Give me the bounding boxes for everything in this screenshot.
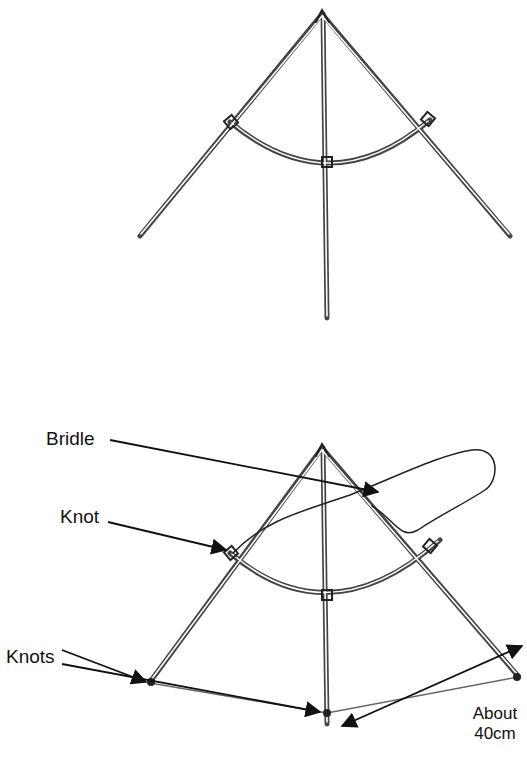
dimension-label: About 40cm: [468, 704, 522, 743]
part-label: Bridle: [46, 428, 95, 450]
part-label: Knot: [60, 506, 99, 528]
kite-frame-bottom: [147, 444, 521, 724]
kite-frame-top: [140, 10, 510, 318]
part-label: Knots: [6, 646, 55, 668]
leader-lines: [62, 440, 522, 726]
